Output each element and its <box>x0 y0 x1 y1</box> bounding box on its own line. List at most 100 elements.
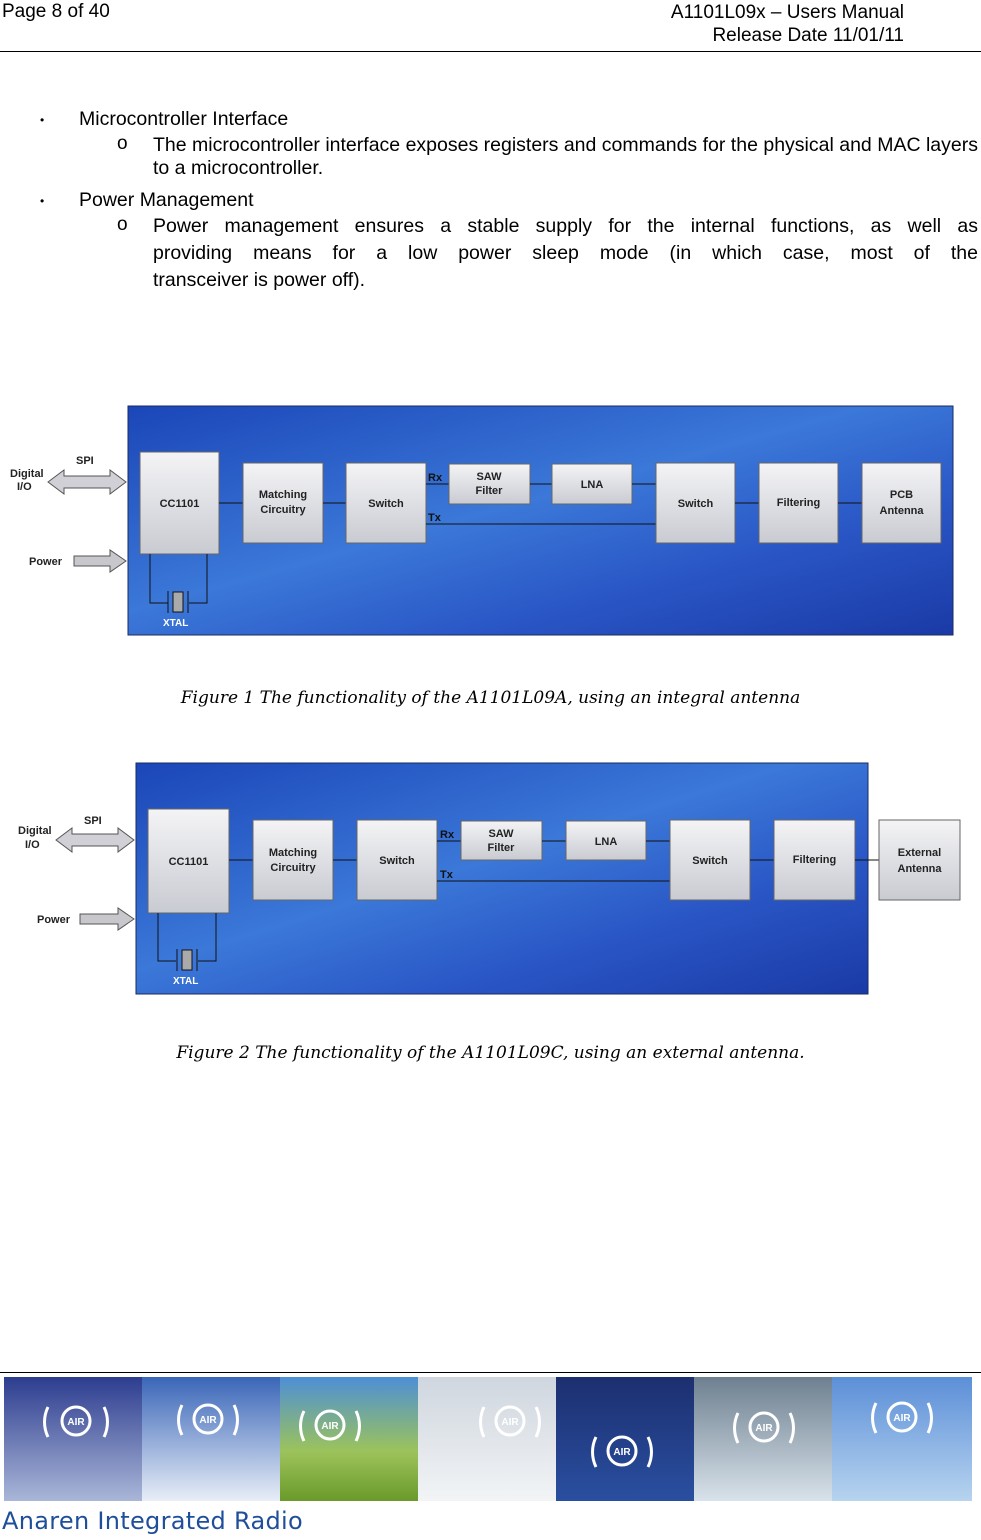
figure1-caption: Figure 1 The functionality of the A1101L… <box>180 688 801 708</box>
air-badge: AIR <box>613 1447 631 1458</box>
digital-label: Digital <box>18 825 52 837</box>
bullet-microcontroller-interface: Microcontroller Interface <box>79 108 289 130</box>
diagram-background <box>135 762 869 995</box>
banner-photo-skier <box>142 1377 280 1501</box>
switch-block-1 <box>345 462 427 544</box>
pcb-antenna-block <box>861 462 942 544</box>
banner-photo-cyclist <box>280 1377 418 1501</box>
saw-filter-block <box>460 820 543 861</box>
xtal-icon <box>172 591 184 613</box>
xtal-wire <box>189 554 208 604</box>
banner-photo-skateboarder <box>4 1377 142 1501</box>
filter-label: Filter <box>488 842 516 854</box>
antenna-label-1: External <box>898 847 941 859</box>
microcontroller-description: The microcontroller interface exposes re… <box>153 134 978 179</box>
air-badge: AIR <box>67 1417 85 1428</box>
header-doc-info: A1101L09x – Users Manual Release Date 11… <box>671 1 904 47</box>
antenna-label-2: Antenna <box>880 505 925 517</box>
rx-label: Rx <box>440 829 455 841</box>
spi-label: SPI <box>84 815 102 827</box>
brand-name: Anaren Integrated Radio <box>2 1507 303 1535</box>
matching-label: Matching <box>269 847 317 859</box>
circuitry-label: Circuitry <box>270 862 316 874</box>
power-label: Power <box>29 556 63 568</box>
lna-block <box>565 820 647 861</box>
tx-label: Tx <box>440 869 454 881</box>
switch-label-1: Switch <box>379 855 415 867</box>
bullet-marker: • <box>40 194 45 208</box>
bullet-power-management: Power Management <box>79 189 254 211</box>
saw-label: SAW <box>488 828 514 840</box>
xtal-wire <box>149 554 168 604</box>
xtal-label: XTAL <box>173 976 198 987</box>
air-badge: AIR <box>893 1413 911 1424</box>
page-number: Page 8 of 40 <box>2 1 110 22</box>
banner-photo-snowboarder <box>418 1377 556 1501</box>
power-label: Power <box>37 914 71 926</box>
air-signal-icon <box>43 1401 933 1468</box>
saw-filter-block <box>448 463 531 505</box>
lna-label: LNA <box>595 836 618 848</box>
filter-label: Filter <box>476 485 504 497</box>
antenna-label-2: Antenna <box>898 863 943 875</box>
sub-bullet-marker: o <box>117 214 128 235</box>
sub-bullet-marker: o <box>117 133 128 154</box>
switch-label-2: Switch <box>692 855 728 867</box>
power-description-line1: Power management ensures a stable supply… <box>153 215 978 237</box>
switch-block-2 <box>669 819 751 901</box>
doc-title: A1101L09x – Users Manual <box>670 2 904 23</box>
xtal-wire <box>157 913 176 962</box>
xtal-icon <box>181 949 193 971</box>
xtal-label: XTAL <box>163 618 188 629</box>
filtering-block <box>773 819 856 901</box>
filtering-label: Filtering <box>793 854 836 866</box>
figure2-block-diagram: Digital I/O SPI Power CC1101 XTAL Matchi… <box>18 762 961 995</box>
circuitry-label: Circuitry <box>260 504 306 516</box>
lna-block <box>551 463 633 505</box>
spi-label: SPI <box>76 455 94 467</box>
bullet-marker: • <box>40 113 45 127</box>
air-badge: AIR <box>199 1415 217 1426</box>
power-arrow-icon <box>79 907 135 931</box>
air-badge: AIR <box>755 1423 773 1434</box>
air-badge: AIR <box>501 1417 519 1428</box>
io-label: I/O <box>25 839 40 851</box>
switch-block-2 <box>655 462 736 544</box>
cc1101-block <box>139 451 220 555</box>
filtering-label: Filtering <box>777 497 820 509</box>
external-antenna-block <box>878 819 961 901</box>
matching-circuitry-block <box>252 819 334 901</box>
xtal-wire <box>198 913 217 962</box>
switch-block-1 <box>356 819 438 901</box>
tx-label: Tx <box>428 512 442 524</box>
saw-label: SAW <box>476 471 502 483</box>
banner-photo-jumper <box>832 1377 972 1501</box>
power-description-line3: transceiver is power off). <box>153 269 366 291</box>
figure1-block-diagram: Digital I/O SPI Power CC1101 XTAL Matchi… <box>10 405 954 636</box>
release-date: Release Date 11/01/11 <box>712 25 904 46</box>
page-header: Page 8 of 40 A1101L09x – Users Manual Re… <box>0 0 981 52</box>
digital-label: Digital <box>10 468 44 480</box>
footer-photo-banner: AIR AIR AIR AIR AIR AIR AIR <box>4 1377 972 1501</box>
filtering-block <box>758 462 839 544</box>
figure2-caption: Figure 2 The functionality of the A1101L… <box>176 1043 805 1063</box>
power-description-line2: providing means for a low power sleep mo… <box>153 242 978 264</box>
cc1101-label: CC1101 <box>160 498 200 510</box>
footer-divider <box>0 1372 981 1373</box>
spi-arrow-icon <box>47 469 127 495</box>
switch-label-2: Switch <box>678 498 714 510</box>
cc1101-block <box>147 808 230 914</box>
spi-arrow-icon <box>55 827 135 853</box>
rx-label: Rx <box>428 472 443 484</box>
switch-label-1: Switch <box>368 498 404 510</box>
matching-label: Matching <box>259 489 307 501</box>
matching-circuitry-block <box>242 462 324 544</box>
cc1101-label: CC1101 <box>169 856 209 868</box>
air-badge: AIR <box>321 1421 339 1432</box>
banner-photo-kayaker <box>694 1377 832 1501</box>
banner-photo-windsurfer <box>556 1377 694 1501</box>
power-arrow-icon <box>73 549 127 573</box>
io-label: I/O <box>17 481 32 493</box>
antenna-label-1: PCB <box>890 489 913 501</box>
lna-label: LNA <box>581 479 604 491</box>
